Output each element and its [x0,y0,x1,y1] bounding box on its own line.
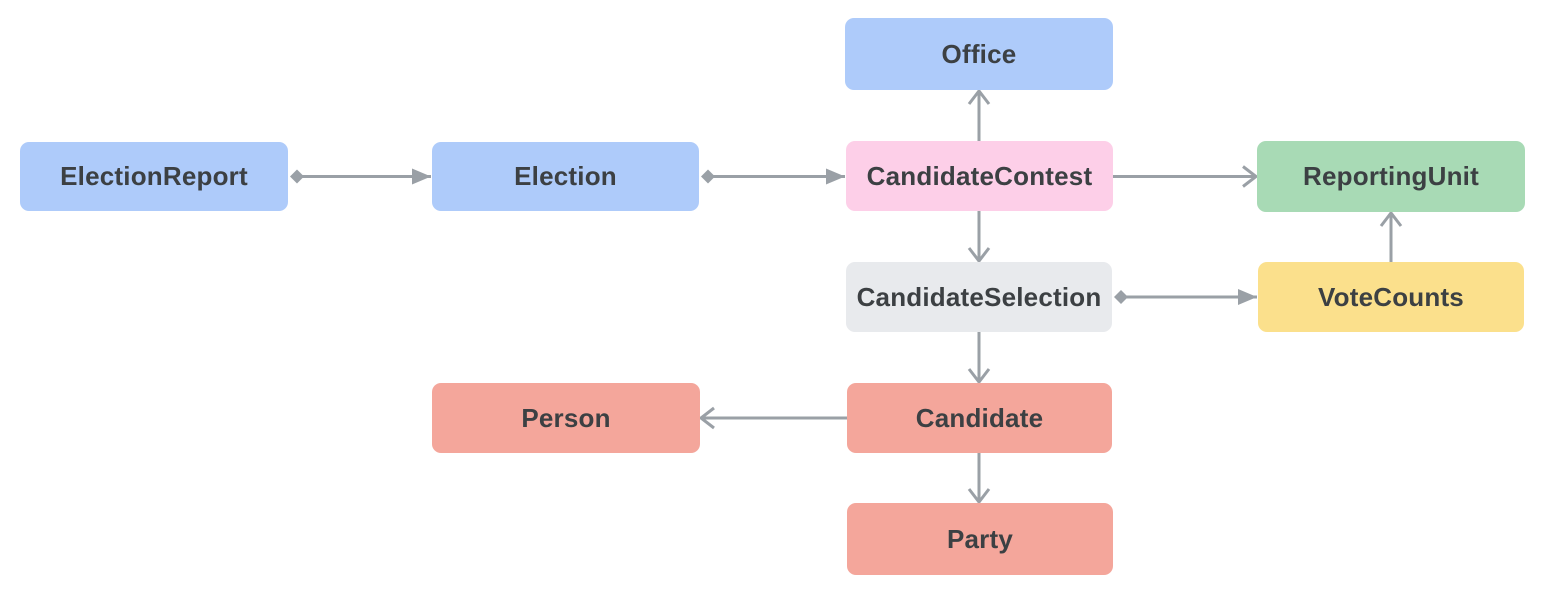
node-label: ReportingUnit [1303,161,1479,191]
node-candidate-contest: CandidateContest [846,141,1113,211]
node-label: CandidateSelection [856,281,1102,312]
node-label: Party [946,523,1014,554]
node-reporting-unit: ReportingUnit [1257,141,1525,212]
node-person: Person [432,383,700,453]
node-election: Election [432,142,699,211]
node-label: CandidateContest [866,160,1093,191]
node-election-report: ElectionReport [20,142,288,211]
node-candidate: Candidate [847,383,1112,453]
node-label: ElectionReport [60,161,248,191]
node-label: Election [514,161,617,191]
node-label: Candidate [915,402,1044,433]
node-candidate-selection: CandidateSelection [846,262,1112,332]
node-label: VoteCounts [1318,281,1464,312]
node-party: Party [847,503,1113,575]
node-label: Person [521,402,611,433]
node-office: Office [845,18,1113,90]
node-label: Office [941,38,1017,69]
node-vote-counts: VoteCounts [1258,262,1524,332]
